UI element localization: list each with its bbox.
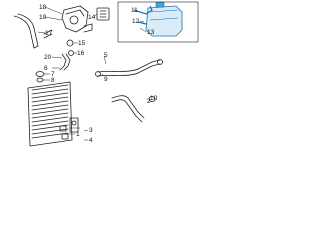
callout-18: 18: [39, 4, 47, 11]
callout-12: 12: [132, 18, 140, 25]
parts-drawing: [13, 1, 199, 147]
callout-20: 20: [44, 54, 52, 61]
callout-15: 15: [78, 40, 86, 47]
callout-5: 5: [104, 52, 108, 59]
upper-hose-assembly: [13, 13, 53, 49]
leader-lines: [37, 6, 147, 141]
callout-10: 10: [150, 95, 158, 102]
callout-7: 7: [51, 71, 55, 78]
callout-1: 1: [76, 131, 80, 138]
callout-17: 17: [45, 30, 53, 37]
callout-6: 6: [44, 65, 48, 72]
callout-9: 9: [104, 76, 108, 83]
callout-3: 3: [89, 127, 93, 134]
callout-2: 2: [147, 98, 151, 105]
bleed-hose: [95, 59, 163, 77]
hose-clamps: [35, 71, 45, 83]
parts-diagram: 18 19 17 15 16 14 11 12 13 20 2 3 4 5 6 …: [0, 0, 200, 147]
reservoir-group-frame: [117, 1, 199, 43]
radiator-drain-parts: [59, 125, 69, 140]
coolant-reservoir: [133, 1, 183, 37]
callout-4: 4: [89, 137, 93, 144]
thermostat-housing: [61, 5, 93, 33]
lower-radiator-hose: [111, 95, 156, 123]
hose-clip-parts: [59, 39, 74, 71]
callout-8: 8: [51, 77, 55, 84]
callout-11: 11: [131, 7, 138, 14]
callout-14: 14: [88, 14, 96, 21]
bracket-part: [96, 7, 110, 21]
callout-13: 13: [147, 29, 155, 36]
callout-16: 16: [77, 50, 85, 57]
radiator: [27, 81, 79, 147]
callout-19: 19: [39, 14, 47, 21]
